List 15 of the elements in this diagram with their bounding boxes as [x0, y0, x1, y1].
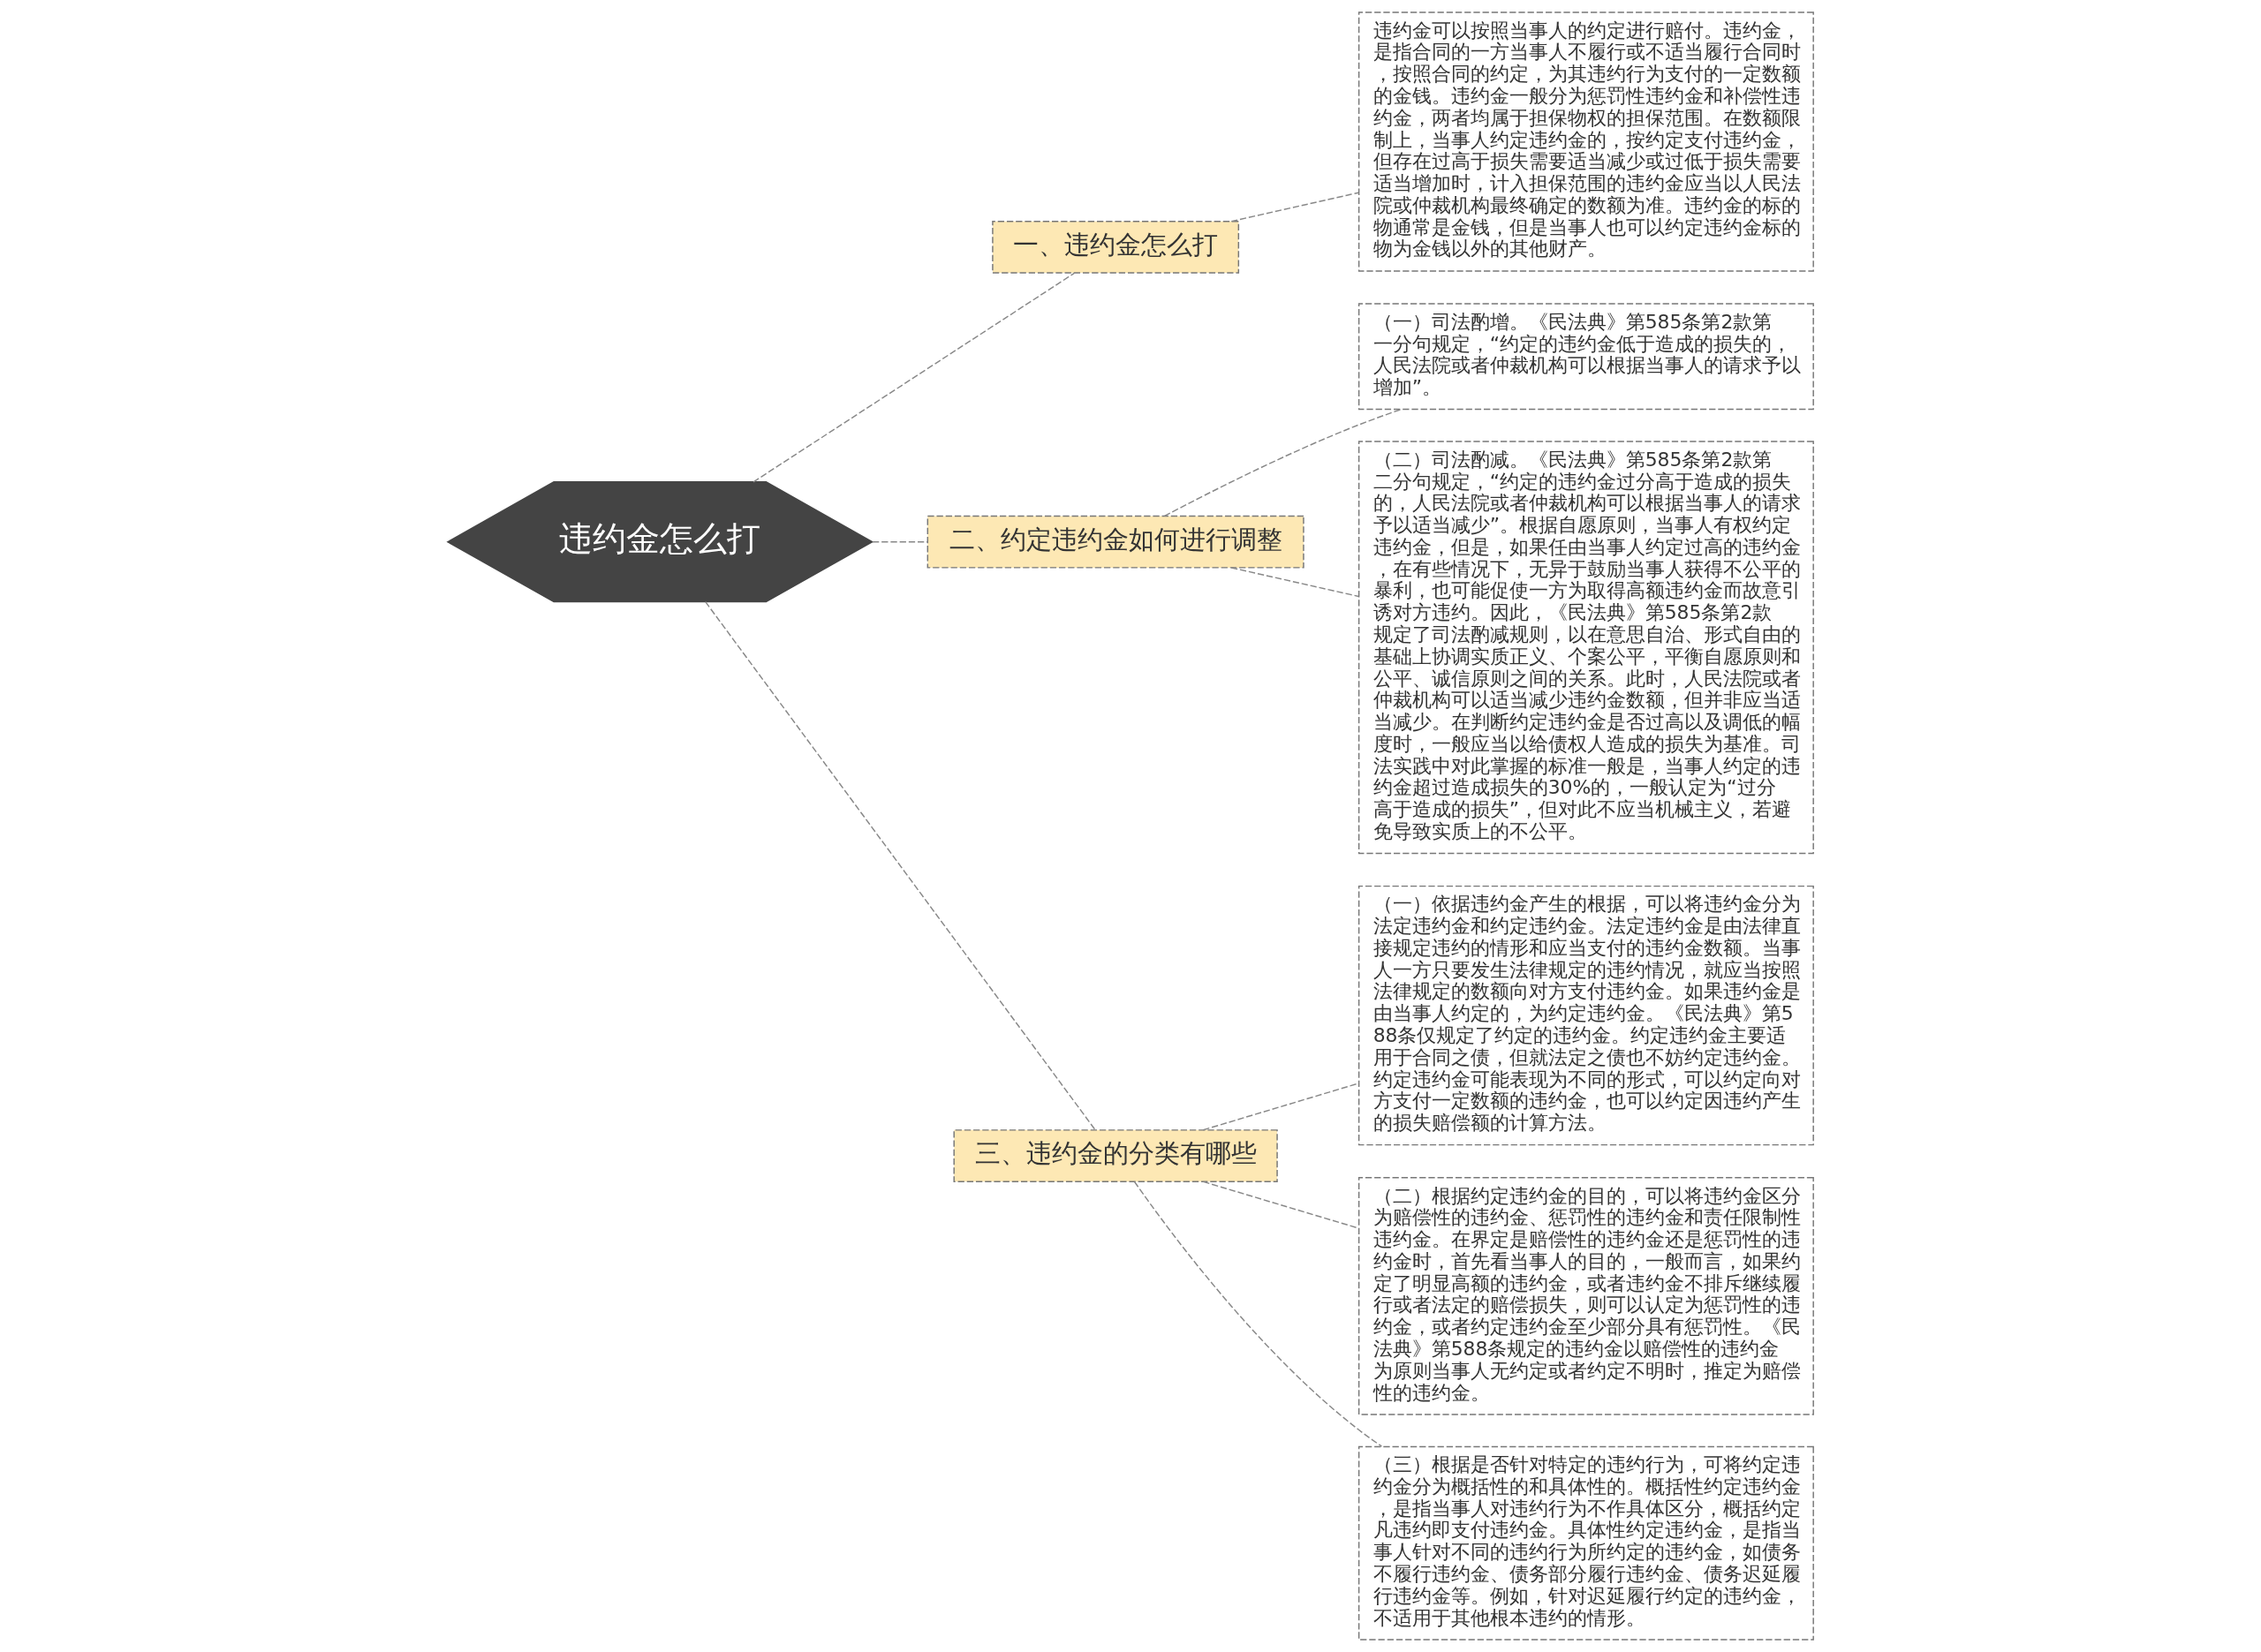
connector: [1133, 1181, 1383, 1447]
node-box: 一、违约金怎么打: [992, 221, 1240, 274]
node-box: （二）司法酌减。《民法典》第585条第2款第二分句规定，“约定的违约金过分高于造成的损失的，人民法院或者仲裁机构可以根据当事人的请求予以适当减少”。根据自愿原则，当事人有权约定违约金，但是，如果任由当事人约定过高的违约金，在有些情况下，无异于鼓励当事人获得不公平的暴利，也可能促使一方为取得高额违约金而故意引诱对方违约。因此，《民法典》第585条第2款规定了司法酌减规则，以在意思自治、形式自由的基础上协调实质正义、个案公平，平衡自愿原则和公平、诚信原则之间的关系。此时，人民法院或者仲裁机构可以适当减少违约金数额，但并非应当适当减少。在判断约定违约金是否过高以及调低的幅度时，一般应当以给债权人造成的损失为基准。司法实践中对此掌握的标准一般是，当事人约定的违约金超过造成损失的30%的，一般认定为“过分高于造成的损失”，但对此不应当机械主义，若避免导致实质上的不公平。: [1357, 441, 1814, 855]
connector: [705, 600, 1096, 1131]
node-box: （三）根据是否针对特定的违约行为，可将约定违约金分为概括性的和具体性的。概括性约定违约金，是指当事人对违约行为不作具体区分，概括约定凡违约即支付违约金。具体性约定违约金，是指当事人针对不同的违约行为所约定的违约金，如债务不履行违约金、债务部分履行违约金、债务迟延履行违约金等。例如，针对迟延履行约定的违约金，不适用于其他根本违约的情形。: [1357, 1445, 1814, 1641]
connector: [1230, 192, 1359, 223]
node-box: 二、约定违约金如何进行调整: [926, 515, 1304, 569]
connector: [872, 541, 928, 543]
node-box: （一）依据违约金产生的根据，可以将违约金分为法定违约金和约定违约金。法定违约金是由法律直接规定违约的情形和应当支付的违约金数额。当事人一方只要发生法律规定的违约情况，就应当按照法律规定的数额向对方支付违约金。如果违约金是由当事人约定的，为约定违约金。《民法典》第588条仅规定了约定的违约金。约定违约金主要适用于合同之债，但就法定之债也不妨约定违约金。约定违约金可能表现为不同的形式，可以约定向对方支付一定数额的违约金，也可以约定因违约产生的损失赔偿额的计算方法。: [1357, 885, 1814, 1146]
node-box: （一）司法酌增。《民法典》第585条第2款第一分句规定，“约定的违约金低于造成的损失的，人民法院或者仲裁机构可以根据当事人的请求予以增加”。: [1357, 303, 1814, 411]
node-box: （二）根据约定违约金的目的，可以将违约金区分为赔偿性的违约金、惩罚性的违约金和责任限制性违约金。在界定是赔偿性的违约金还是惩罚性的违约金时，首先看当事人的目的，一般而言，如果约定了明显高额的违约金，或者违约金不排斥继续履行或者法定的赔偿损失，则可以认定为惩罚性的违约金，或者约定违约金至少部分具有惩罚性。《民法典》第588条规定的违约金以赔偿性的违约金为原则当事人无约定或者约定不明时，推定为赔偿性的违约金。: [1357, 1177, 1814, 1415]
node-box: 三、违约金的分类有哪些: [953, 1129, 1278, 1182]
node-box: 违约金可以按照当事人的约定进行赔付。违约金，是指合同的一方当事人不履行或不适当履行合同时，按照合同的约定，为其违约行为支付的一定数额的金钱。违约金一般分为惩罚性违约金和补偿性违约金，两者均属于担保物权的担保范围。在数额限制上，当事人约定违约金的，按约定支付违约金，但存在过高于损失需要适当减少或过低于损失需要适当增加时，计入担保范围的违约金应当以人民法院或仲裁机构最终确定的数额为准。违约金的标的物通常是金钱，但是当事人也可以约定违约金标的物为金钱以外的其他财产。: [1357, 11, 1814, 272]
connector: [752, 272, 1076, 483]
connector: [1230, 567, 1359, 598]
